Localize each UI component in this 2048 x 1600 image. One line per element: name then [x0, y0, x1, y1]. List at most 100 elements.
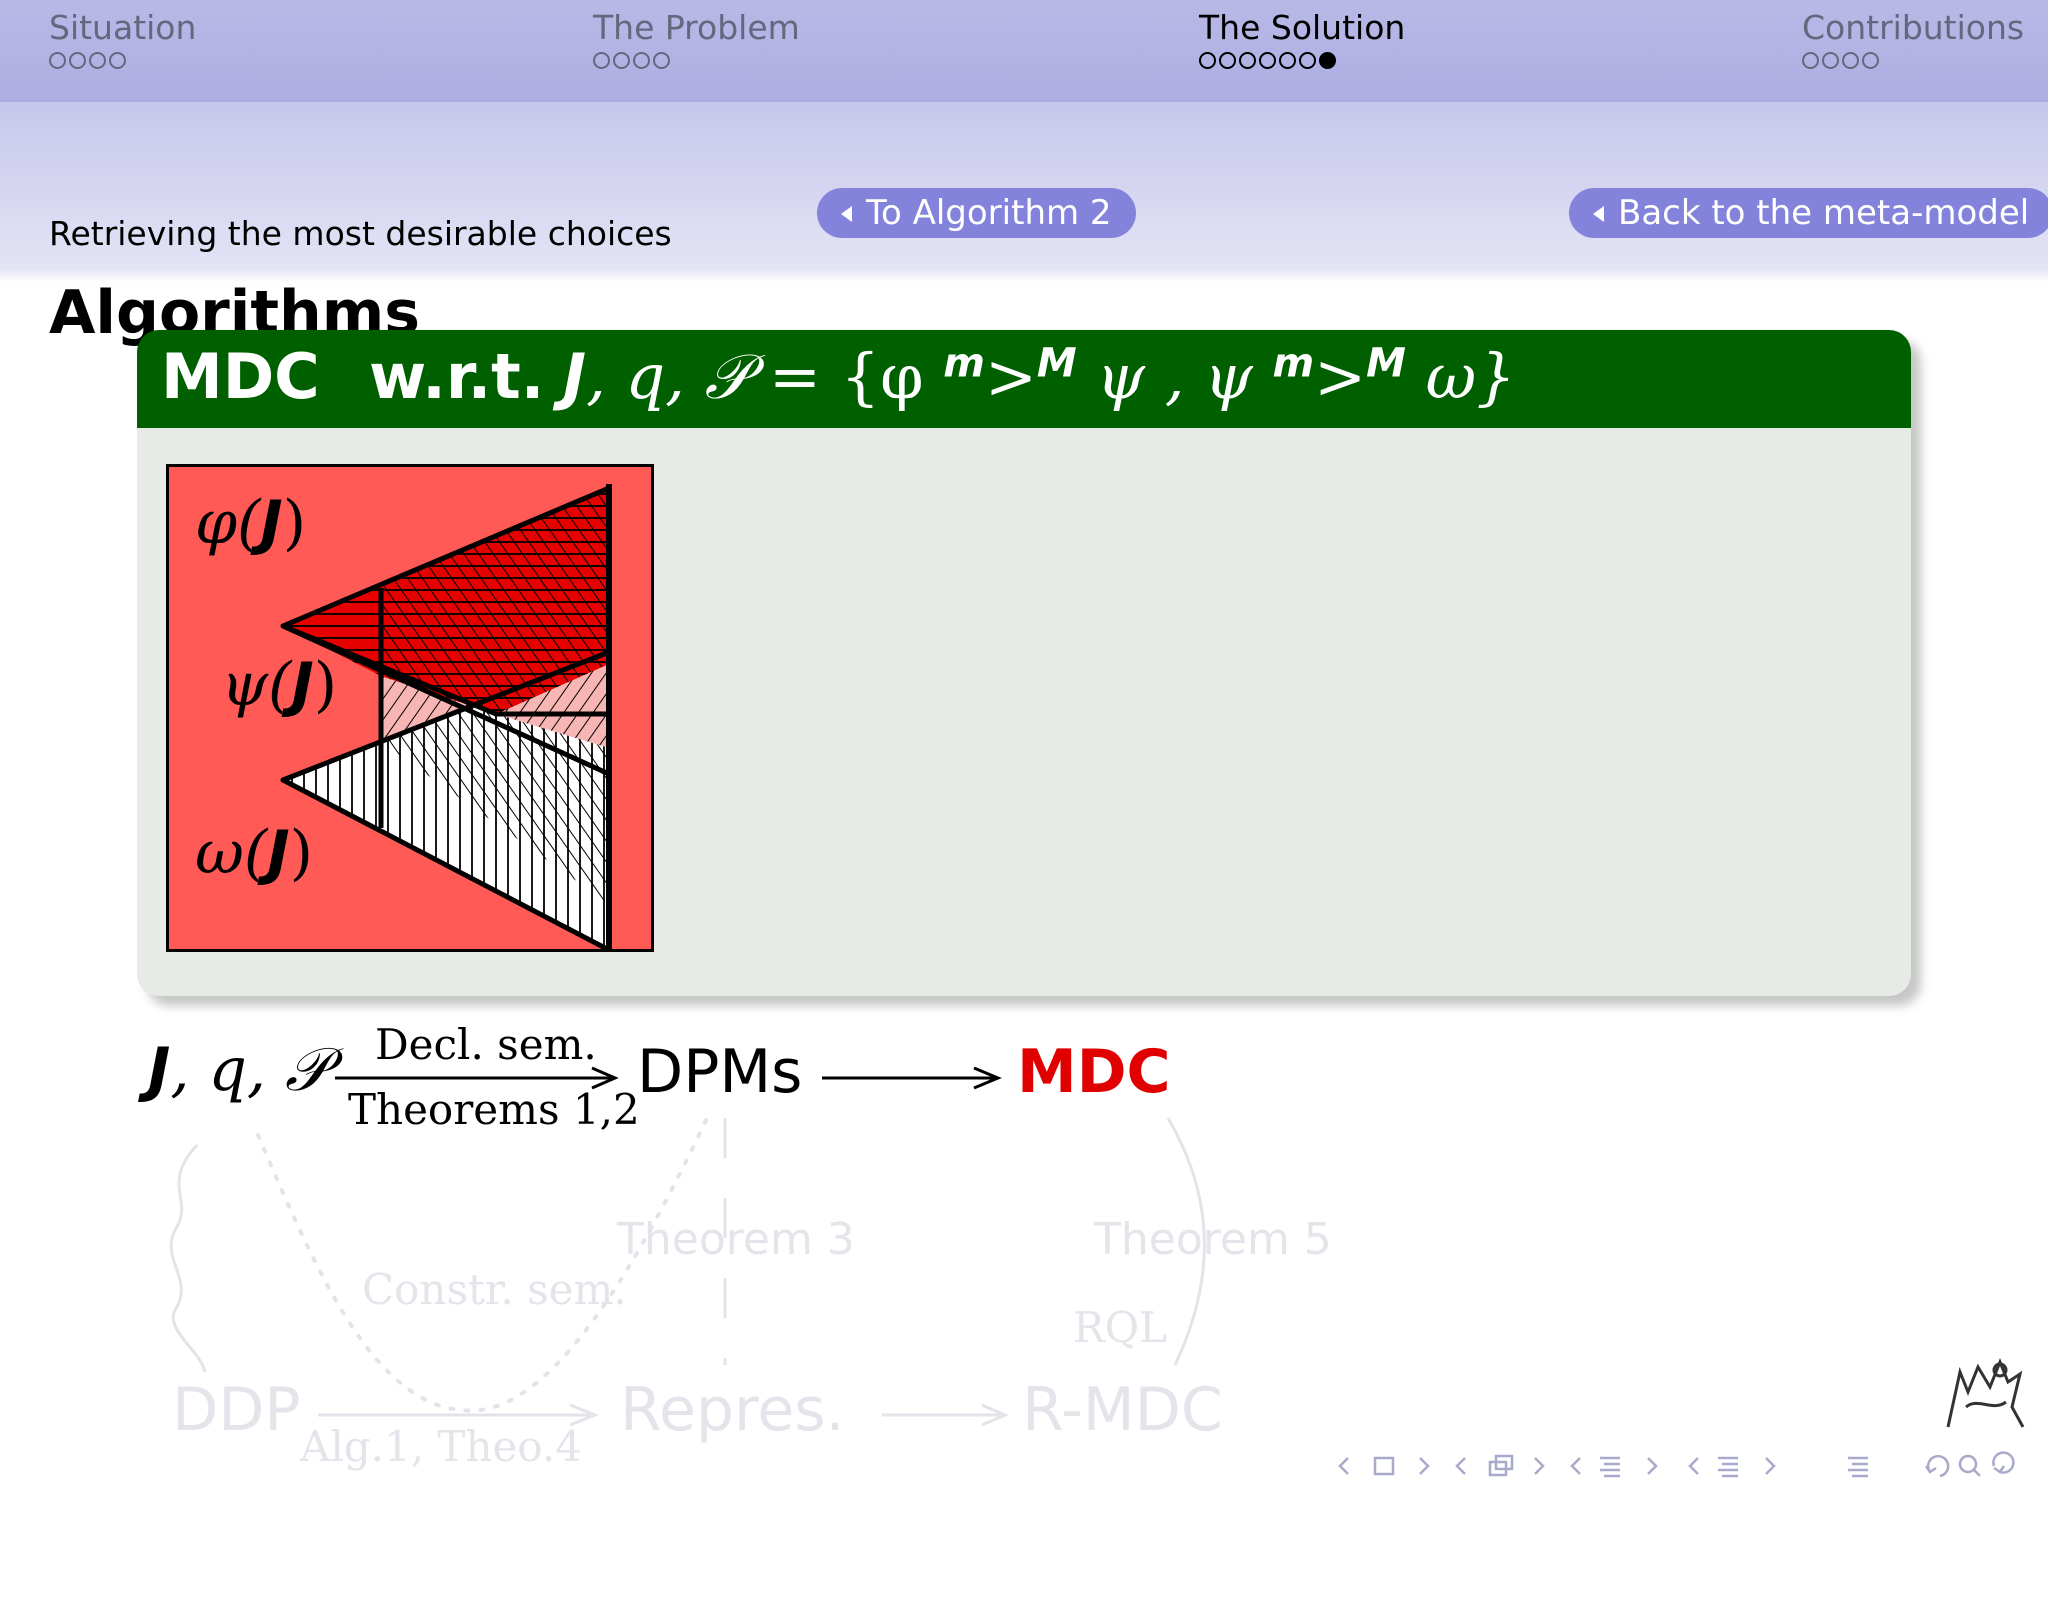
faded-arrowhead — [569, 1403, 600, 1427]
nav-frame-prev-next[interactable] — [1338, 1456, 1430, 1476]
faded-dotted-arc — [256, 1110, 712, 1413]
nav-section-prev-next[interactable] — [1570, 1456, 1658, 1478]
diagram-alg-theo: Alg.1, Theo.4 — [300, 1422, 582, 1471]
label-omega-J: ω(J) — [195, 818, 314, 888]
diagram-ddp: DDP — [172, 1375, 301, 1445]
nav-part-prev-next[interactable] — [1688, 1456, 1776, 1478]
university-lion-logo — [1946, 1357, 2025, 1428]
phi-lower-edge — [281, 623, 611, 777]
slide-dots[interactable] — [1199, 52, 1405, 76]
section-icon[interactable] — [1600, 1456, 1620, 1478]
diagram-rmdc: R-MDC — [1022, 1375, 1223, 1445]
pipeline-diagram-arrows — [169, 1066, 1206, 1427]
slide-dot[interactable] — [1842, 52, 1859, 69]
arrowhead — [973, 1066, 1002, 1090]
nav-section-label: Contributions — [1802, 8, 2025, 47]
nav-prev-frame-icon[interactable] — [1338, 1457, 1349, 1475]
nav-section-contributions[interactable]: Contributions — [1802, 8, 2024, 76]
formula-sup-M: M — [1036, 340, 1077, 387]
slide-dot[interactable] — [1199, 52, 1216, 69]
formula-psi: ψ , ψ — [1076, 340, 1273, 413]
slide-dot[interactable] — [1862, 52, 1879, 69]
slide-dot[interactable] — [1802, 52, 1819, 69]
nav-prev-subsection-icon[interactable] — [1455, 1457, 1466, 1475]
formula-sup-m: m — [943, 340, 985, 387]
slide-dot[interactable] — [653, 52, 670, 69]
slide-dot[interactable] — [633, 52, 650, 69]
slide-dot[interactable] — [1822, 52, 1839, 69]
nav-prev-section-icon[interactable] — [1570, 1457, 1581, 1475]
mdc-block: MDC w.r.t. J, q, 𝒫 = {φ m>M ψ , ψ m>M ω} — [137, 330, 1921, 1006]
nav-prev-part-icon[interactable] — [1688, 1457, 1699, 1475]
formula-J: J — [563, 340, 587, 413]
diagram-theorem5: Theorem 5 — [1094, 1214, 1332, 1265]
formula-P: 𝒫 — [704, 340, 750, 413]
back-to-meta-model-button[interactable]: Back to the meta-model — [1569, 188, 2048, 238]
slide-dot[interactable] — [613, 52, 630, 69]
faded-squiggle-arrow — [169, 1143, 207, 1373]
nav-subsection-prev-next[interactable] — [1455, 1454, 1545, 1477]
diagram-dpms: DPMs — [637, 1037, 803, 1107]
search-icon[interactable] — [1958, 1454, 1978, 1474]
beamer-navigation-symbols — [1338, 1451, 2015, 1478]
slide-dots[interactable] — [593, 52, 800, 76]
header-shadow — [0, 270, 2048, 282]
frame-icon[interactable] — [1373, 1456, 1395, 1476]
left-triangle-icon — [841, 206, 852, 222]
diagram-theorem3: Theorem 3 — [617, 1214, 855, 1265]
slide-dot-current[interactable] — [1319, 52, 1336, 69]
section-navigation-bar: Situation The Problem The Solution Contr… — [0, 0, 2048, 102]
subsection-title: Retrieving the most desirable choices — [49, 214, 672, 253]
nav-section-label: The Problem — [593, 8, 800, 47]
label-psi-J: ψ(J) — [221, 650, 338, 720]
slide-dot[interactable] — [49, 52, 66, 69]
slide-dot[interactable] — [69, 52, 86, 69]
nav-next-part-icon[interactable] — [1765, 1457, 1776, 1475]
formula-gt: > — [984, 340, 1037, 413]
slide-dot[interactable] — [1279, 52, 1296, 69]
slide-dot[interactable] — [1259, 52, 1276, 69]
diagram-constr-sem: Constr. sem. — [362, 1265, 627, 1314]
slide-dots[interactable] — [1802, 52, 2024, 76]
slide-dot[interactable] — [593, 52, 610, 69]
nav-section-the-problem[interactable]: The Problem — [593, 8, 800, 76]
block-body: φ(J) ψ(J) ω(J) — [137, 428, 1911, 996]
nav-section-label: Situation — [49, 8, 197, 47]
block-title-wrt: w.r.t. — [369, 340, 545, 413]
slide-dot[interactable] — [1239, 52, 1256, 69]
button-label: Back to the meta-model — [1618, 193, 2030, 233]
to-algorithm-2-button[interactable]: To Algorithm 2 — [817, 188, 1136, 238]
arrow-label-decl-sem: Decl. sem. — [375, 1020, 597, 1069]
label-phi-J: φ(J) — [195, 488, 307, 558]
block-title-mdc: MDC — [161, 340, 320, 413]
nav-next-section-icon[interactable] — [1647, 1457, 1658, 1475]
nav-section-the-solution[interactable]: The Solution — [1199, 8, 1405, 76]
document-icon[interactable] — [1718, 1456, 1738, 1478]
slide-dot[interactable] — [1219, 52, 1236, 69]
slide-dots[interactable] — [49, 52, 196, 76]
left-triangle-icon — [1593, 206, 1604, 222]
formula-sup-m2: m — [1272, 340, 1315, 387]
nav-next-frame-icon[interactable] — [1419, 1457, 1430, 1475]
faded-theorem5-link — [1166, 1117, 1206, 1366]
diagram-rql: RQL — [1073, 1303, 1167, 1352]
redo-icon[interactable] — [1992, 1451, 2015, 1474]
button-label: To Algorithm 2 — [866, 193, 1112, 233]
nav-section-situation[interactable]: Situation — [49, 8, 196, 76]
faded-arrowhead — [981, 1403, 1009, 1427]
appendix-icon[interactable] — [1848, 1456, 1868, 1478]
preference-triangles-figure — [166, 464, 654, 952]
slide-dot[interactable] — [89, 52, 106, 69]
diagram-repres: Repres. — [620, 1375, 845, 1445]
undo-icon[interactable] — [1924, 1455, 1950, 1478]
formula-set-open: = {φ — [749, 340, 944, 413]
formula-sup-M2: M — [1366, 340, 1406, 387]
nav-next-subsection-icon[interactable] — [1534, 1457, 1545, 1475]
nav-section-label: The Solution — [1199, 8, 1406, 47]
slide-dot[interactable] — [109, 52, 126, 69]
block-title: MDC w.r.t. J, q, 𝒫 = {φ m>M ψ , ψ m>M ω} — [137, 330, 1911, 428]
slide-dot[interactable] — [1299, 52, 1316, 69]
diagram-mdc: MDC — [1017, 1037, 1171, 1107]
formula-gt2: > — [1314, 340, 1367, 413]
frame-header: Retrieving the most desirable choices Al… — [0, 102, 2048, 348]
